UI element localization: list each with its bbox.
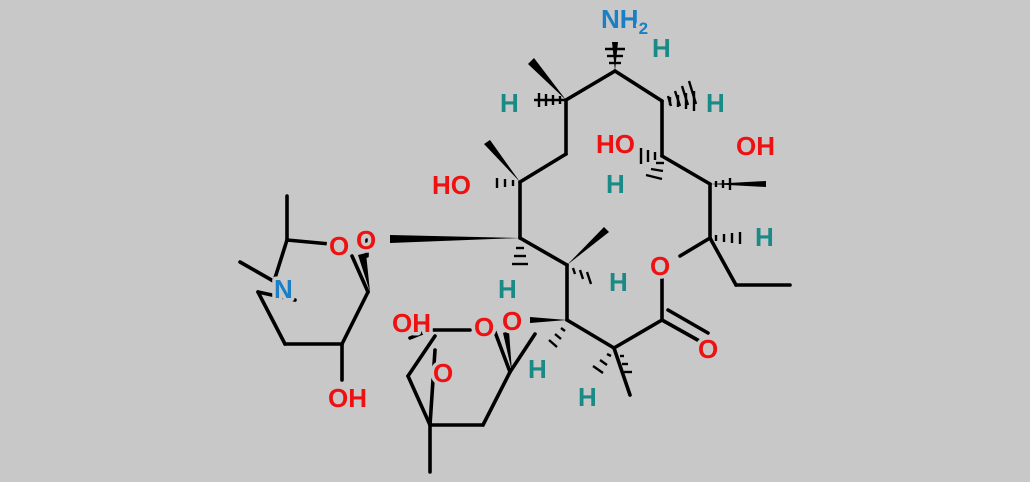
- cladinose-inner-oxygen-label: O: [433, 358, 453, 388]
- cladinose-sugar: [406, 328, 537, 474]
- ring-oxygen-label: O: [650, 251, 670, 281]
- sugar-hydroxyl-label: OH: [328, 383, 367, 413]
- cladinose-link-oxygen-label: O: [502, 306, 522, 336]
- h-lower2-label: H: [578, 382, 597, 412]
- macrolactone-ring: [518, 69, 792, 397]
- carbonyl-oxygen-label: O: [698, 334, 718, 364]
- cladinose-ring-oxygen-label: O: [474, 312, 494, 342]
- h-lower1-label: H: [528, 354, 547, 384]
- h-label-c1: H: [500, 88, 519, 118]
- amine-label: NH2: [601, 4, 648, 38]
- h-ester-label: H: [755, 222, 774, 252]
- glycosidic-oxygen-label: O: [356, 225, 376, 255]
- desosamine-sugar: [238, 194, 370, 382]
- dimethylamino-n-label: N: [274, 274, 293, 304]
- hash-bonds: [495, 47, 742, 374]
- h-label-c2: H: [706, 88, 725, 118]
- atom-labels: NH2 H H H HO H OH HO H O H H O N O OH OH…: [271, 1, 779, 417]
- cladinose-hydroxyl-label: OH: [392, 308, 431, 338]
- wedge-bonds: [390, 42, 766, 323]
- h-methyl-label: H: [609, 267, 628, 297]
- h-center-label: H: [498, 274, 517, 304]
- hydroxyl-right-label: OH: [736, 131, 775, 161]
- h-ring-oh-label: H: [606, 169, 625, 199]
- sugar-ring-oxygen-label: O: [329, 231, 349, 261]
- amine-h-label: H: [652, 33, 671, 63]
- hydroxyl-left-label: HO: [432, 170, 471, 200]
- hydroxyl-ring-label: HO: [596, 129, 635, 159]
